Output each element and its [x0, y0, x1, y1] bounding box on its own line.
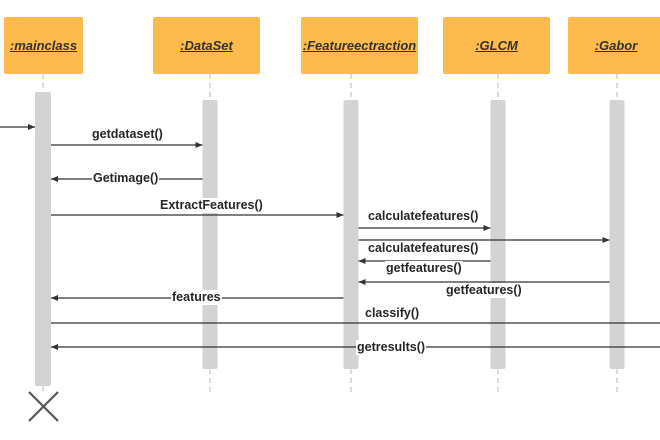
object-label-glcm: :GLCM	[475, 38, 518, 53]
object-featureextraction[interactable]: :Featureectraction	[301, 17, 418, 74]
message-label-calculatefeatures-gabor: calculatefeatures()	[367, 241, 480, 256]
message-label-getimage: Getimage()	[92, 171, 160, 186]
object-label-gabor: :Gabor	[594, 38, 638, 53]
object-label-dataset: :DataSet	[180, 38, 233, 53]
object-gabor[interactable]: :Gabor	[568, 17, 660, 74]
message-label-getfeatures-glcm: getfeatures()	[385, 261, 463, 276]
object-glcm[interactable]: :GLCM	[443, 17, 550, 74]
x-destroy-icon	[28, 391, 59, 422]
message-label-extractfeatures: ExtractFeatures()	[159, 198, 264, 213]
activation-bar-dataset[interactable]	[202, 100, 218, 369]
activation-bar-featureextraction[interactable]	[343, 100, 359, 369]
message-label-classify: classify()	[364, 306, 421, 321]
message-label-getdataset: getdataset()	[91, 127, 164, 142]
object-label-mainclass: :mainclass	[9, 38, 78, 53]
message-label-getfeatures-gabor: getfeatures()	[445, 283, 523, 298]
message-label-calculatefeatures-glcm: calculatefeatures()	[367, 209, 480, 224]
message-label-getresults: getresults()	[356, 340, 427, 355]
object-label-featureextraction: :Featureectraction	[302, 38, 417, 53]
message-label-features: features	[171, 290, 222, 305]
activation-bar-mainclass[interactable]	[35, 92, 51, 386]
object-dataset[interactable]: :DataSet	[153, 17, 260, 74]
object-mainclass[interactable]: :mainclass	[4, 17, 83, 74]
activation-bar-glcm[interactable]	[490, 100, 506, 369]
activation-bar-gabor[interactable]	[609, 100, 625, 369]
